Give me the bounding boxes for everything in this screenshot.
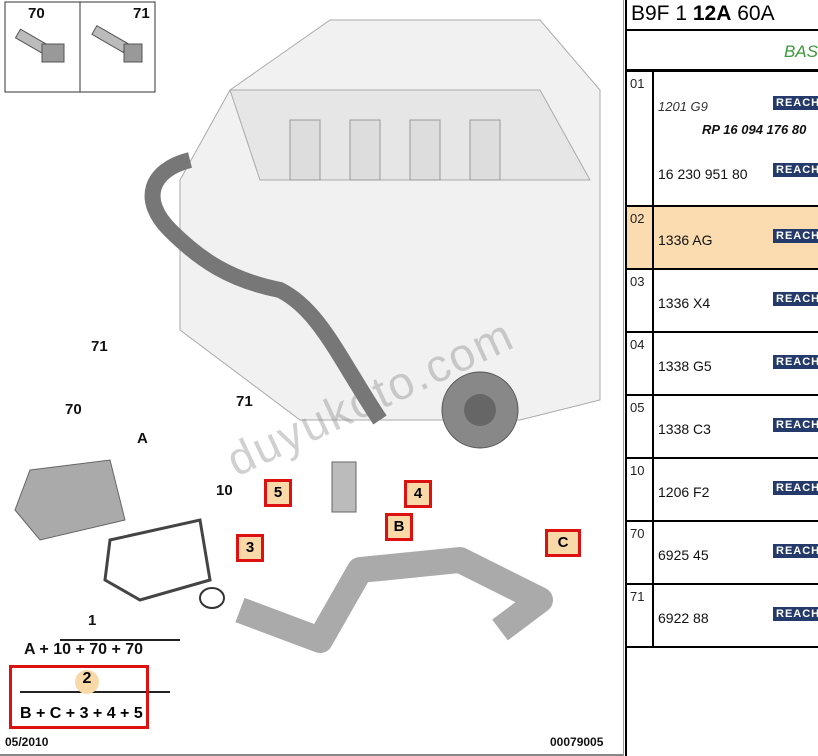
assembly-1-label: 1 xyxy=(88,612,97,629)
assembly-2-label: 2 xyxy=(75,670,99,694)
reach-badge[interactable]: REACH xyxy=(773,355,818,369)
reach-badge[interactable]: REACH xyxy=(773,292,818,306)
part-ref: 1336 X4 xyxy=(658,295,711,311)
assembly-2-highlight[interactable]: 2 B + C + 3 + 4 + 5 xyxy=(9,665,149,729)
reach-badge[interactable]: REACH xyxy=(773,481,818,495)
part-ref: 1338 C3 xyxy=(658,421,711,437)
o-ring-3 xyxy=(199,587,225,609)
row-index: 02 xyxy=(627,207,654,268)
callout-70: 70 xyxy=(65,401,82,418)
row-index: 71 xyxy=(627,585,654,646)
assembly-2-formula: B + C + 3 + 4 + 5 xyxy=(20,705,143,722)
callout-3[interactable]: 3 xyxy=(236,534,264,562)
engine-illustration xyxy=(4,1,601,693)
pump-part-A xyxy=(14,459,126,541)
diagram-date: 05/2010 xyxy=(5,735,49,749)
gasket-10 xyxy=(103,518,212,602)
callout-71b: 71 xyxy=(236,393,253,410)
callout-B[interactable]: B xyxy=(385,513,413,541)
thermostat-B xyxy=(331,461,357,513)
section-label: BAS xyxy=(627,31,818,72)
inset-label-71: 71 xyxy=(133,5,150,22)
callout-5[interactable]: 5 xyxy=(264,479,292,507)
row-index: 01 xyxy=(627,72,654,205)
reach-badge[interactable]: REACH xyxy=(773,96,818,110)
coolant-pipe-C xyxy=(235,547,553,653)
part-ref: 1201 G9 xyxy=(658,99,708,114)
callout-71a: 71 xyxy=(91,338,108,355)
drawing-number: 00079005 xyxy=(550,735,604,749)
part-ref: 1338 G5 xyxy=(658,358,712,374)
callout-4[interactable]: 4 xyxy=(404,480,432,508)
part-ref: 6922 88 xyxy=(658,610,709,626)
title-bold: 12A xyxy=(692,2,732,25)
title-suffix: 60A xyxy=(731,2,775,25)
row-index: 04 xyxy=(627,333,654,394)
part-ref: 1206 F2 xyxy=(658,484,710,500)
part-ref-rp: RP 16 094 176 80 xyxy=(702,122,807,137)
callout-A: A xyxy=(137,430,148,447)
callout-C[interactable]: C xyxy=(545,529,581,557)
row-index: 10 xyxy=(627,459,654,520)
parts-row-01[interactable]: 01 1201 G9 REACH RP 16 094 176 80 16 230… xyxy=(627,72,818,207)
part-ref: 6925 45 xyxy=(658,547,709,563)
row-index: 03 xyxy=(627,270,654,331)
reach-badge[interactable]: REACH xyxy=(773,607,818,621)
row-index: 70 xyxy=(627,522,654,583)
callout-10: 10 xyxy=(216,482,233,499)
bolt-71-icon xyxy=(91,24,143,63)
reach-badge[interactable]: REACH xyxy=(773,163,818,177)
title-prefix: B9F 1 xyxy=(631,2,693,25)
bolt-70-icon xyxy=(14,28,65,63)
inset-label-70: 70 xyxy=(28,5,45,22)
parts-list-panel: B9F 1 12A 60A BAS 01 1201 G9 REACH RP 16… xyxy=(625,0,818,756)
row-index: 05 xyxy=(627,396,654,457)
reach-badge[interactable]: REACH xyxy=(773,229,818,243)
parts-diagram: duyukoto.com 70 71 71 71 70 A 10 5 4 B 3… xyxy=(0,0,624,756)
reach-badge[interactable]: REACH xyxy=(773,544,818,558)
panel-title: B9F 1 12A 60A xyxy=(627,0,818,31)
coolant-hose xyxy=(144,152,387,425)
part-ref: 1336 AG xyxy=(658,232,713,248)
assembly-1-formula: A + 10 + 70 + 70 xyxy=(24,641,144,658)
part-number: 16 230 951 80 xyxy=(658,166,748,182)
reach-badge[interactable]: REACH xyxy=(773,418,818,432)
